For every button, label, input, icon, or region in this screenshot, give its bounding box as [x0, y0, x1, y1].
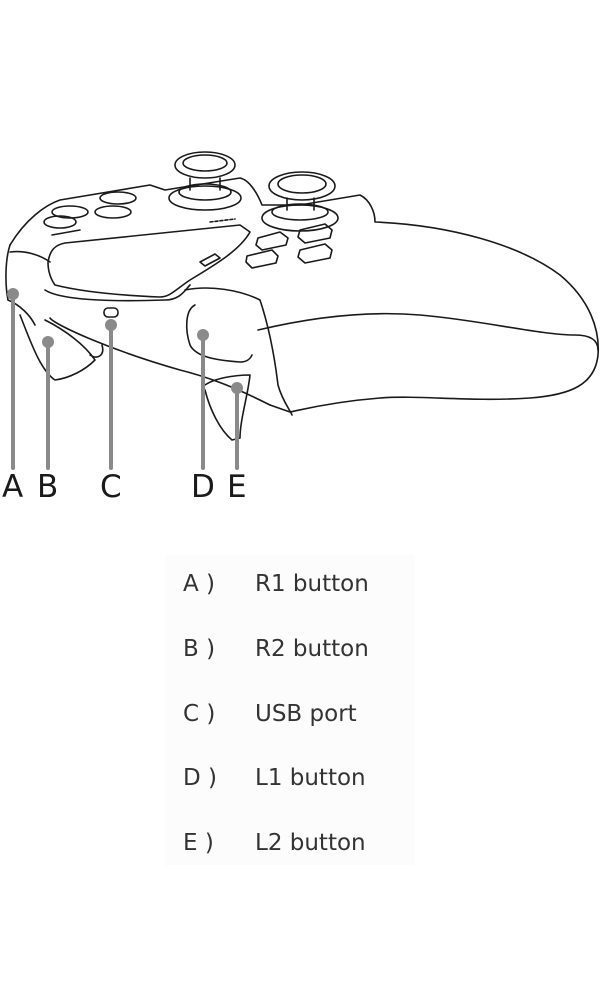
- controller-body: [5, 151, 600, 441]
- legend-label: USB port: [255, 701, 357, 727]
- legend-row: B ) R2 button: [165, 636, 415, 676]
- touchpad: [47, 224, 251, 298]
- legend-row: C ) USB port: [165, 701, 415, 741]
- d-pad: [43, 191, 236, 236]
- legend-key: B ): [183, 636, 216, 662]
- legend-key: D ): [183, 765, 217, 791]
- callout-d: D: [191, 469, 215, 505]
- legend-key: C ): [183, 701, 216, 727]
- left-stick: [168, 151, 242, 211]
- legend-row: A ) R1 button: [165, 571, 415, 611]
- l2-trigger: [204, 374, 251, 441]
- callout-b: B: [37, 469, 59, 505]
- callout-a: A: [2, 469, 24, 505]
- legend-label: L2 button: [255, 830, 366, 856]
- r2-trigger: [19, 314, 96, 381]
- legend-row: E ) L2 button: [165, 830, 415, 870]
- legend-label: L1 button: [255, 765, 366, 791]
- controller-diagram: [5, 151, 600, 470]
- legend-label: R2 button: [255, 636, 369, 662]
- callout-c: C: [100, 469, 122, 505]
- legend-row: D ) L1 button: [165, 765, 415, 805]
- legend-label: R1 button: [255, 571, 369, 597]
- right-stick: [261, 171, 339, 232]
- usb-port: [103, 307, 119, 318]
- face-buttons: [245, 223, 333, 269]
- legend: A ) R1 button B ) R2 button C ) USB port D …: [165, 555, 415, 865]
- legend-key: E ): [183, 830, 214, 856]
- legend-key: A ): [183, 571, 216, 597]
- callout-e: E: [227, 469, 247, 505]
- callout-lines: [7, 288, 243, 470]
